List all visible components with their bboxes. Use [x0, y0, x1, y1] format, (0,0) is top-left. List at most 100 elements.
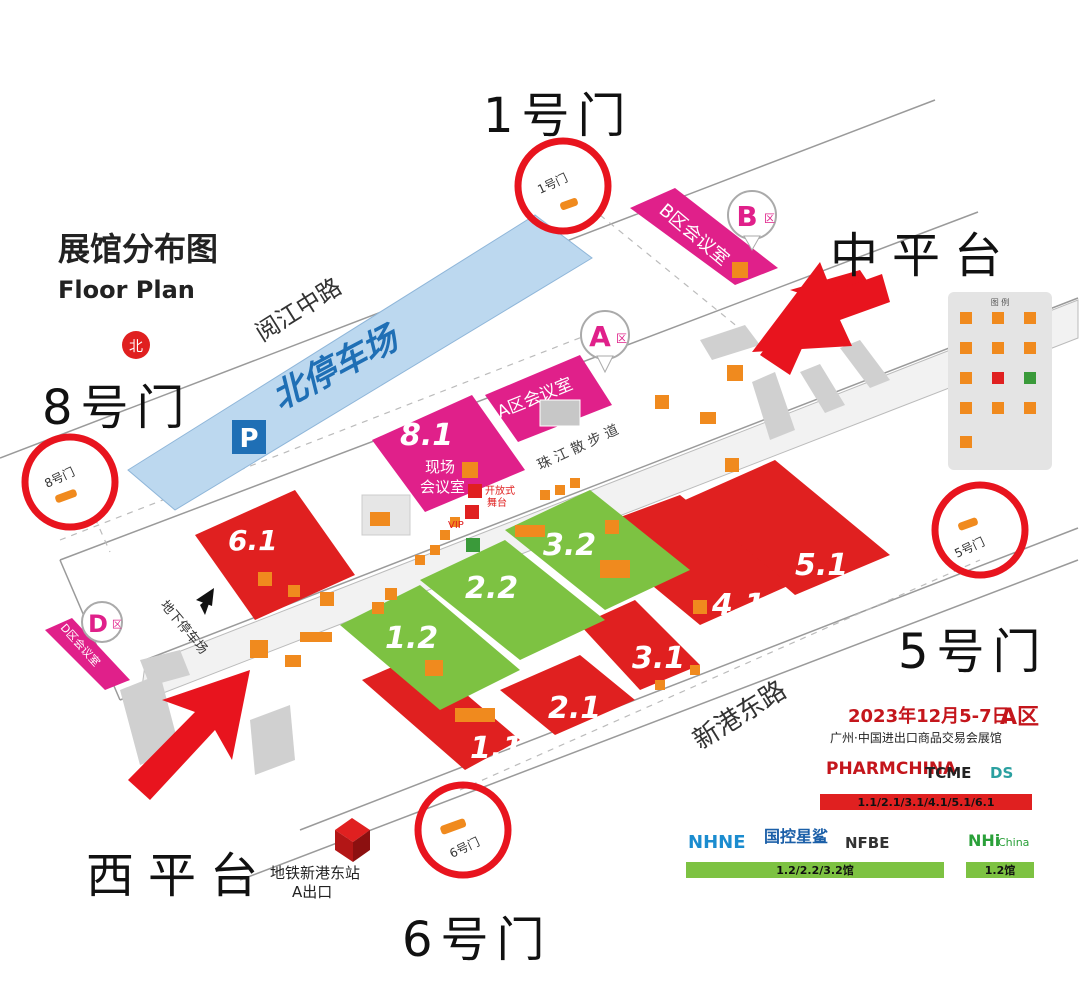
event-date: 2023年12月5-7日: [848, 705, 1010, 727]
badge-a-suffix: 区: [616, 332, 627, 345]
service-icon: [600, 560, 630, 578]
brand-guokong: 国控星鲨: [764, 827, 828, 846]
hall-3-2: [505, 490, 690, 610]
pharm-halls-text: 1.1/2.1/3.1/4.1/5.1/6.1: [857, 796, 994, 809]
wc-icon: [693, 600, 707, 614]
s-icon-green: [466, 538, 480, 552]
service-icon: [415, 555, 425, 565]
b-meeting-room: [630, 188, 778, 285]
gate-1-small-label: 1号门: [535, 170, 570, 197]
open-stage-line1: 开放式: [485, 484, 515, 497]
metro-line2: A出口: [292, 883, 332, 901]
badge-b-suffix: 区: [764, 212, 775, 225]
metro-line1: 地铁新港东站: [270, 864, 360, 882]
gate-8-small-label: 8号门: [42, 464, 77, 491]
hall-3-2-label: 3.2: [543, 528, 596, 563]
green-halls-text: 1.2/2.2/3.2馆: [776, 863, 854, 877]
pharm-halls-bar: [820, 794, 1032, 810]
service-icon: [570, 478, 580, 488]
hall-3-1: [580, 600, 700, 690]
map-title-en: Floor Plan: [58, 276, 195, 304]
badge-b: B 区: [727, 190, 777, 252]
service-icon: [300, 632, 332, 642]
gate-1-label: 1号门: [483, 88, 634, 144]
hall-1-1-label: 1.1: [470, 731, 523, 766]
hall-1-1: [362, 655, 520, 770]
event-zone: A区: [1000, 705, 1039, 730]
middle-platform-arrow-icon-shape: [752, 262, 890, 352]
hall-2-2-label: 2.2: [465, 571, 518, 606]
hall-6-1-label: 6.1: [228, 524, 278, 557]
gate-6-label: 6号门: [402, 912, 553, 968]
map-title-cn: 展馆分布图: [58, 230, 218, 268]
hall-4-1-label: 4.1: [711, 588, 765, 623]
hall-1-2: [340, 585, 520, 710]
entrance-sign-orange: [370, 512, 390, 526]
halls-green: [340, 490, 690, 710]
info-icon: [320, 592, 334, 606]
service-icon: [655, 680, 665, 690]
north-compass-icon: [122, 331, 150, 359]
room-8-1-number: 8.1: [400, 418, 453, 453]
a-meeting-room: [485, 355, 612, 442]
parking-p-box: [232, 420, 266, 454]
legend-panel: 图 例: [948, 292, 1052, 470]
parking-p-letter: P: [239, 424, 258, 454]
gate-1[interactable]: 1号门: [514, 137, 612, 235]
badge-a: A 区: [580, 310, 630, 374]
room-8-1-icon: [462, 462, 478, 478]
hall-5-1-label: 5.1: [795, 548, 848, 583]
vip-tag: VIP: [448, 520, 464, 531]
room-8-1-line1: 现场: [425, 458, 455, 476]
service-icon: [450, 517, 460, 527]
badge-a-letter: A: [589, 320, 611, 353]
a-room-screen: [539, 399, 581, 427]
brand-tcme: TCME: [925, 764, 971, 782]
s-icon: [465, 505, 479, 519]
room-8-1: [372, 395, 525, 512]
service-icon: [690, 665, 700, 675]
brand-nfbe: NFBE: [845, 834, 889, 852]
event-venue: 广州·中国进出口商品交易会展馆: [830, 730, 1002, 745]
grey-structures: [120, 325, 890, 775]
info-icon: [725, 458, 739, 472]
service-icon: [515, 525, 545, 537]
gate-6[interactable]: 6号门: [414, 781, 512, 879]
legend-title: 图 例: [991, 297, 1010, 307]
hall-1-2-label: 1.2: [385, 621, 438, 656]
room-8-1-line2: 会议室: [420, 478, 465, 496]
person-icon: [250, 640, 268, 658]
gate-8[interactable]: 8号门: [21, 433, 119, 531]
open-stage-line2: 舞台: [487, 496, 507, 509]
service-icon: [455, 708, 495, 722]
d-meeting-room: [45, 618, 130, 690]
brand-nhi-suffix: China: [998, 836, 1029, 849]
gate-5[interactable]: 5号门: [931, 481, 1029, 579]
dashed-paths: [59, 214, 981, 791]
hall-3-1-label: 3.1: [632, 641, 685, 676]
hall-5-1: [685, 460, 890, 595]
hall-6-1: [195, 490, 355, 620]
lounge-icon: [605, 520, 619, 534]
service-icon: [430, 545, 440, 555]
gate-5-small-label: 5号门: [952, 534, 987, 561]
middle-platform-label: 中平台: [830, 228, 1017, 284]
wc-icon: [288, 585, 300, 597]
nhi-halls-bar: [966, 862, 1034, 878]
service-icon: [555, 485, 565, 495]
arrow-up-icon-head: [196, 588, 214, 606]
person-icon: [727, 365, 743, 381]
service-icon: [440, 530, 450, 540]
brand-pharmchina: PHARMCHINA: [826, 759, 957, 779]
green-halls-bar: [686, 862, 944, 878]
west-platform-arrow-icon: [128, 670, 250, 800]
hall-2-1-label: 2.1: [548, 691, 601, 726]
wc-icon: [258, 572, 272, 586]
info-icon: [655, 395, 669, 409]
badge-d-letter: D: [88, 610, 108, 638]
service-icons: [250, 365, 743, 722]
b-room-icon: [732, 262, 748, 278]
gate-6-small-label: 6号门: [447, 834, 482, 861]
badge-d: D 区: [81, 601, 123, 643]
